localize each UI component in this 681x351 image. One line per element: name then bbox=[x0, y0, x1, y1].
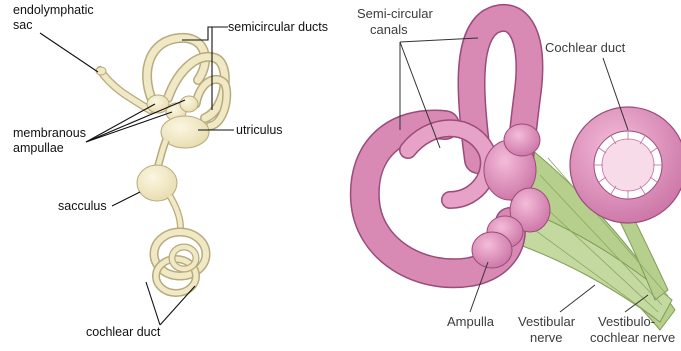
label-ampulla: Ampulla bbox=[447, 314, 495, 329]
label-vestibulocochlear-nerve-line2: cochlear nerve bbox=[590, 330, 675, 345]
membranous-labyrinth-illustration bbox=[96, 38, 227, 293]
label-membranous-ampullae-line2: ampullae bbox=[13, 141, 64, 155]
label-endolymphatic-sac-line2: sac bbox=[13, 18, 32, 32]
label-endolymphatic-sac-line1: endolymphatic bbox=[13, 3, 94, 17]
label-semi-circular-canals-line1: Semi-circular bbox=[357, 6, 434, 21]
label-membranous-ampullae-line1: membranous bbox=[13, 126, 86, 140]
label-sacculus: sacculus bbox=[58, 199, 107, 213]
label-vestibulocochlear-nerve-line1: Vestibulo- bbox=[598, 314, 655, 329]
inner-ear-illustration bbox=[365, 18, 681, 330]
label-vestibular-nerve-line2: nerve bbox=[530, 330, 563, 345]
label-vestibular-nerve-line1: Vestibular bbox=[518, 314, 576, 329]
label-semi-circular-canals-line2: canals bbox=[370, 22, 408, 37]
label-utriculus: utriculus bbox=[236, 123, 283, 137]
cochlea-shape bbox=[570, 107, 681, 223]
label-semicircular-ducts: semicircular ducts bbox=[228, 20, 328, 34]
label-cochlear-duct-right: Cochlear duct bbox=[545, 40, 626, 55]
label-cochlear-duct-left: cochlear duct bbox=[86, 325, 161, 339]
